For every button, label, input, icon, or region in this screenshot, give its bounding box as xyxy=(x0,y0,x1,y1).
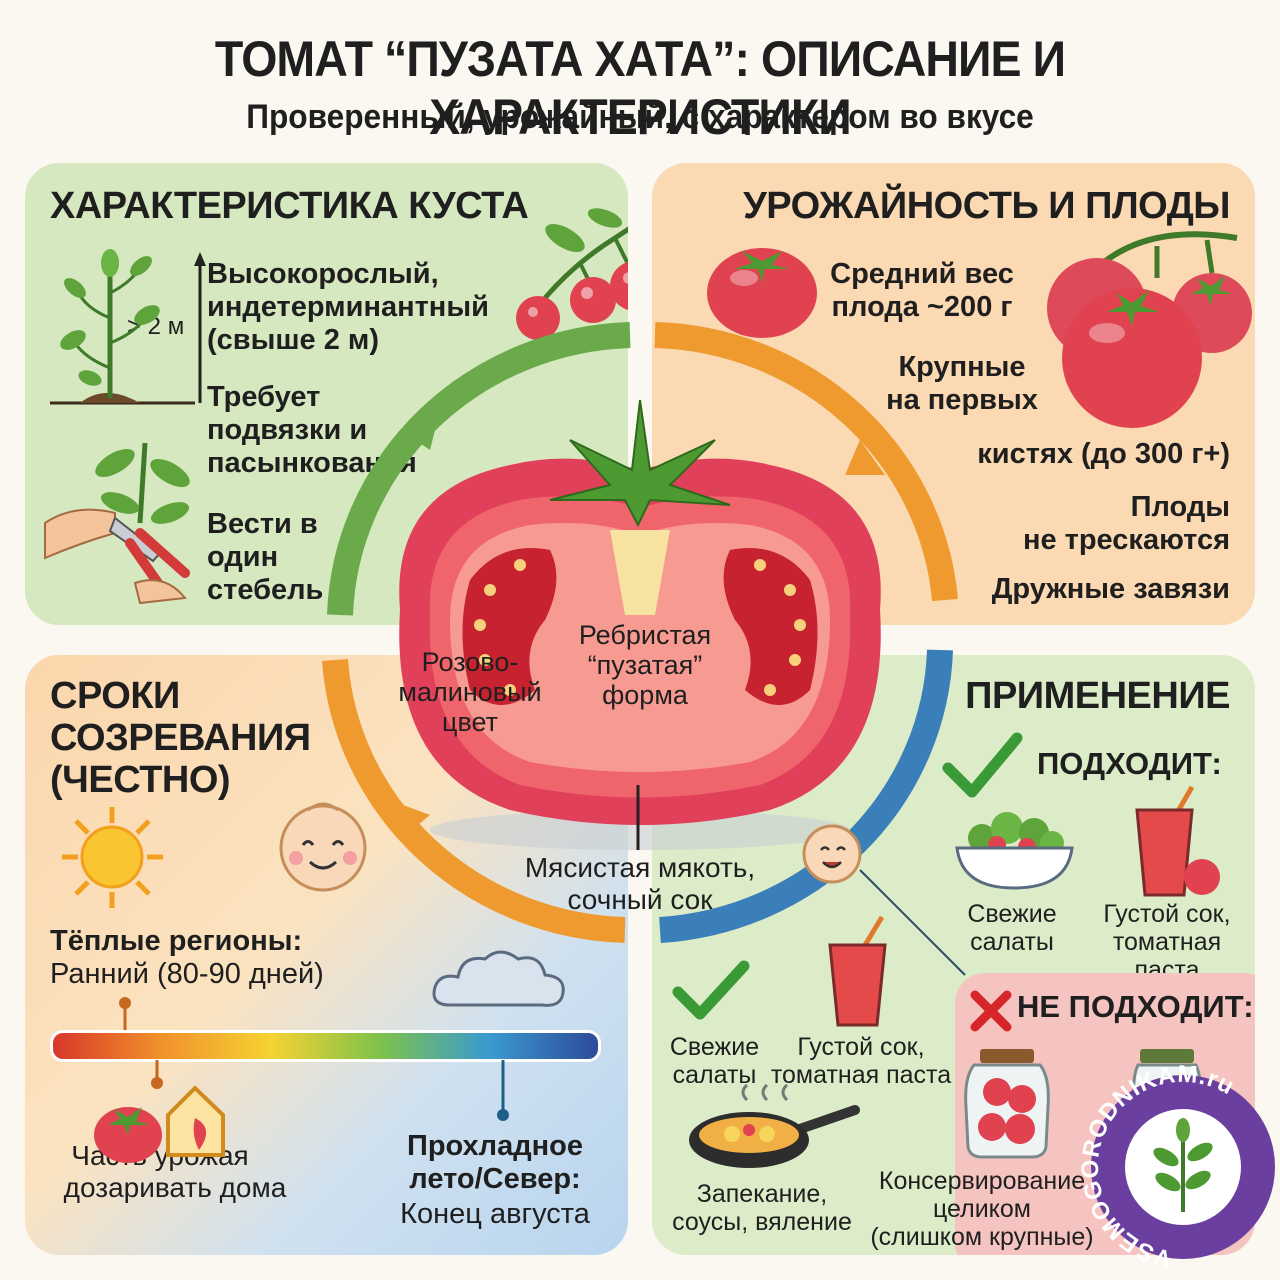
center-flesh-1: Мясистая мякоть, xyxy=(524,852,756,883)
cloud-icon xyxy=(432,950,565,1007)
bush-tie-2: подвязки и xyxy=(207,414,368,446)
bush-stem-2: один xyxy=(207,541,279,573)
bush-heading: ХАРАКТЕРИСТИКА КУСТА xyxy=(50,185,529,227)
salad-bowl-icon xyxy=(955,812,1074,890)
yield-crack-1: Плоды xyxy=(1130,491,1230,523)
ripening-heading-1: СРОКИ xyxy=(50,675,180,717)
good-label: ПОДХОДИТ: xyxy=(1037,746,1222,781)
ripen-home-2: дозаривать дома xyxy=(63,1172,287,1203)
bush-text-3: (свыше 2 м) xyxy=(207,324,380,356)
seedling-icon xyxy=(50,249,206,405)
good-salad-b2: салаты xyxy=(672,1061,757,1089)
cool-summer-1: Прохладное xyxy=(407,1130,583,1162)
juice-glass-icon-2 xyxy=(828,915,887,1027)
yield-weight-2: плода ~200 г xyxy=(831,291,1013,323)
yield-weight-1: Средний вес xyxy=(830,258,1014,290)
site-logo-badge: VSEMOGORODNIKAM.ru xyxy=(1077,1061,1275,1272)
tomato-vine-icon xyxy=(516,208,628,340)
bush-tie-1: Требует xyxy=(207,381,321,413)
ripe-tomato-icon xyxy=(94,1107,162,1163)
yield-heading: УРОЖАЙНОСТЬ И ПЛОДЫ xyxy=(743,185,1230,227)
yield-set: Дружные завязи xyxy=(991,573,1230,605)
tomato-cluster-icon xyxy=(1047,231,1252,428)
center-color-3: цвет xyxy=(442,707,498,737)
can-3: (слишком крупные) xyxy=(870,1223,1094,1251)
cross-icon xyxy=(970,990,1012,1032)
yield-large-2: на первых xyxy=(886,384,1038,416)
center-shape-2: “пузатая” xyxy=(587,650,703,680)
usage-heading: ПРИМЕНЕНИЕ xyxy=(965,675,1230,717)
cool-summer-2: лето/Север: xyxy=(409,1163,581,1195)
juice-glass-icon xyxy=(1135,785,1220,897)
center-flesh-2: сочный сок xyxy=(567,884,713,915)
yield-large-1: Крупные xyxy=(898,351,1026,383)
cool-summer-value: Конец августа xyxy=(400,1198,590,1230)
bake-1: Запекание, xyxy=(696,1180,828,1208)
good-salad-b1: Свежие xyxy=(669,1033,760,1061)
bush-text-2: индетерминантный xyxy=(207,291,489,323)
center-color-1: Розово- xyxy=(421,647,519,677)
bad-label: НЕ ПОДХОДИТ: xyxy=(1017,989,1254,1024)
good-salad-2: салаты xyxy=(970,928,1054,956)
pruning-shears-icon xyxy=(44,442,190,605)
good-juice-b1: Густой сок, xyxy=(797,1033,925,1061)
ripening-timeline-bar xyxy=(50,1030,601,1062)
center-color-2: малиновый xyxy=(398,677,542,707)
house-icon xyxy=(166,1085,225,1157)
page-subtitle: Проверенный, урожайный, с характером во … xyxy=(246,98,1034,136)
can-1: Консервирование xyxy=(878,1167,1086,1195)
center-shape-1: Ребристая xyxy=(578,620,712,650)
frying-pan-icon xyxy=(689,1083,860,1168)
page-title: ТОМАТ “ПУЗАТА ХАТА”: ОПИСАНИЕ И ХАРАКТЕР… xyxy=(214,31,1066,145)
sun-icon xyxy=(62,807,163,908)
ripening-heading-2: СОЗРЕВАНИЯ xyxy=(50,717,311,759)
jar-icon xyxy=(964,1049,1050,1159)
warm-regions-label: Тёплые регионы: xyxy=(50,925,303,957)
baby-face-icon xyxy=(279,802,367,892)
bake-2: соусы, вяление xyxy=(672,1208,852,1236)
checkmark-icon-2 xyxy=(672,960,750,1020)
bush-stem-1: Вести в xyxy=(207,508,318,540)
checkmark-icon xyxy=(942,732,1023,798)
good-juice-b2: томатная паста xyxy=(770,1061,952,1089)
tomato-icon xyxy=(707,248,817,338)
tomato-cross-section xyxy=(399,399,881,850)
center-shape-3: форма xyxy=(602,680,688,710)
good-juice-1: Густой сок, xyxy=(1103,900,1231,928)
can-2: целиком xyxy=(933,1195,1031,1223)
bush-stem-3: стебель xyxy=(207,574,324,606)
pointer-line xyxy=(859,869,966,976)
yield-crack-2: не трескаются xyxy=(1022,524,1230,556)
good-salad-1: Свежие xyxy=(967,900,1057,928)
bush-text-1: Высокорослый, xyxy=(207,258,439,290)
warm-regions-value: Ранний (80-90 дней) xyxy=(50,958,324,990)
timeline-markers xyxy=(119,997,509,1121)
baby-face-icon-2 xyxy=(802,824,862,884)
yield-large-3: кистях (до 300 г+) xyxy=(977,438,1230,470)
ripening-heading-3: (ЧЕСТНО) xyxy=(50,759,231,801)
